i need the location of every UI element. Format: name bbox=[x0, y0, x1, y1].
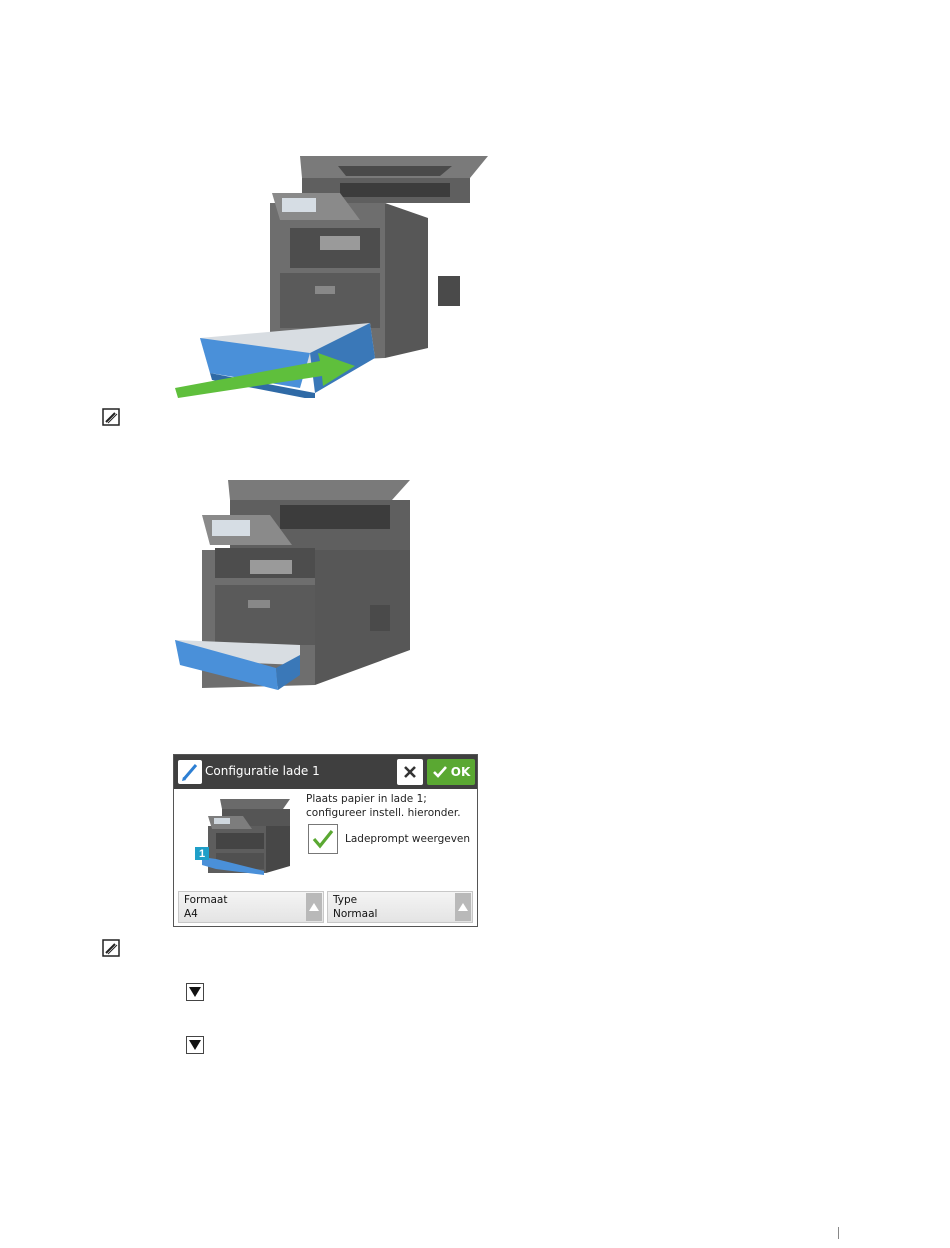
triangle-up-icon bbox=[309, 903, 319, 911]
tray-prompt-label: Ladeprompt weergeven bbox=[345, 833, 470, 845]
footer-divider bbox=[838, 1227, 839, 1239]
tray-prompt-checkbox[interactable] bbox=[308, 824, 338, 854]
triangle-down-icon bbox=[189, 1040, 201, 1050]
note-pencil-icon bbox=[102, 408, 120, 426]
edit-pencil-icon bbox=[178, 760, 202, 784]
printer-tray-open-illustration bbox=[170, 460, 420, 700]
panel-printer-image: 1 bbox=[188, 791, 298, 886]
format-field[interactable]: Formaat A4 bbox=[178, 891, 324, 923]
type-scroll-button[interactable] bbox=[455, 893, 471, 921]
format-scroll-button[interactable] bbox=[306, 893, 322, 921]
down-arrow-button bbox=[186, 983, 204, 1001]
down-arrow-button bbox=[186, 1036, 204, 1054]
checkmark-icon bbox=[432, 765, 448, 779]
checkmark-icon bbox=[309, 825, 337, 853]
panel-title: Configuratie lade 1 bbox=[205, 764, 320, 778]
triangle-up-icon bbox=[458, 903, 468, 911]
triangle-down-icon bbox=[189, 987, 201, 997]
tray-config-panel: Configuratie lade 1 OK 1 bbox=[173, 754, 478, 927]
type-field[interactable]: Type Normaal bbox=[327, 891, 473, 923]
ok-label: OK bbox=[451, 765, 471, 779]
close-x-icon bbox=[403, 765, 417, 779]
ok-button[interactable]: OK bbox=[427, 759, 475, 785]
printer-tray-insert-illustration bbox=[170, 148, 500, 398]
close-button[interactable] bbox=[397, 759, 423, 785]
panel-message: Plaats papier in lade 1; configureer ins… bbox=[306, 792, 476, 820]
tray-number-label: 1 bbox=[199, 848, 205, 860]
note-pencil-icon bbox=[102, 939, 120, 957]
panel-header: Configuratie lade 1 OK bbox=[174, 755, 477, 789]
